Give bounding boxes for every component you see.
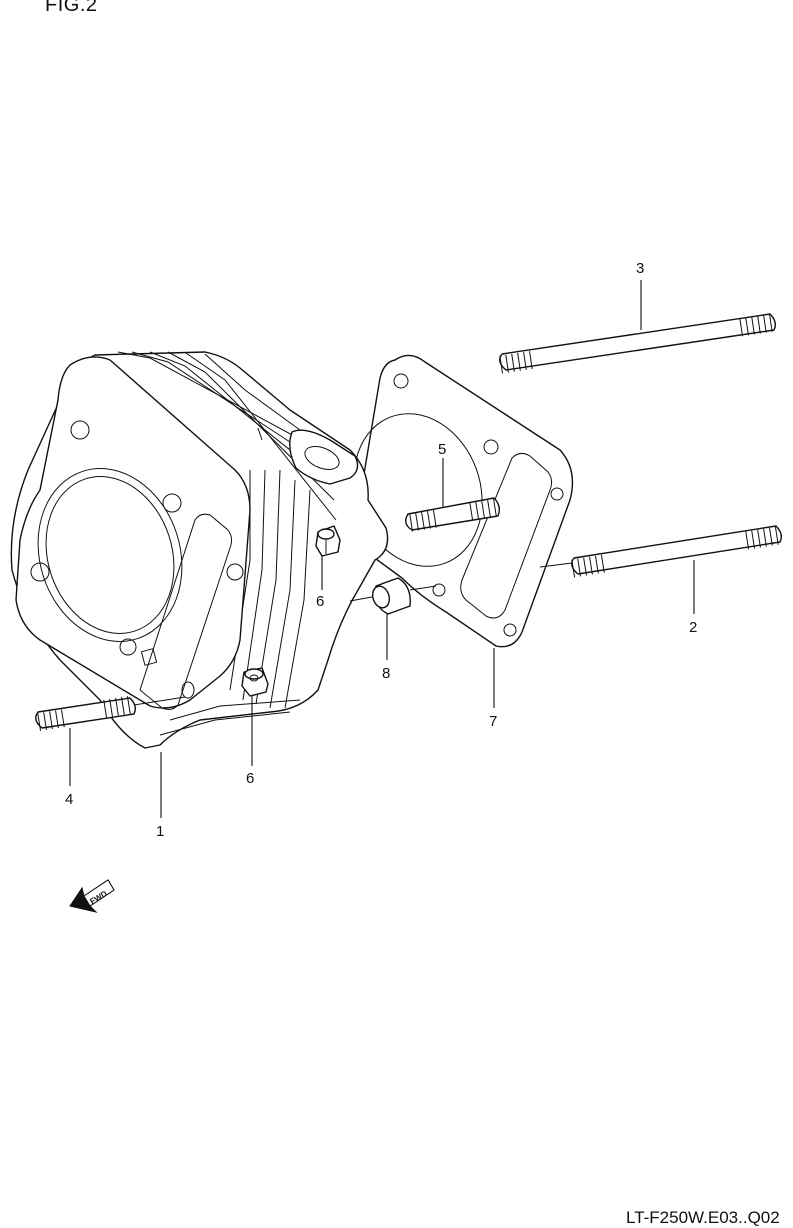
bolt-upper: [315, 525, 341, 557]
callout-8: 8: [382, 665, 390, 682]
callout-3: 3: [636, 260, 644, 277]
fwd-arrow-icon: FWD: [69, 879, 115, 913]
cylinder-block: [10, 351, 389, 749]
figure-title: FIG.2: [45, 0, 98, 16]
bolt-lower: [241, 667, 269, 697]
callout-1: 1: [156, 823, 164, 840]
stud-bolt-long-top: [498, 313, 777, 374]
assembly-lines: [133, 562, 573, 706]
callout-4: 4: [65, 791, 73, 808]
callout-5: 5: [438, 441, 446, 458]
dowel-pin: [371, 577, 411, 615]
callout-7: 7: [489, 713, 497, 730]
stud-bolt-short: [404, 497, 501, 533]
figure-code: LT-F250W.E03..Q02: [626, 1208, 780, 1227]
cylinder-gasket: [353, 354, 574, 648]
callout-6-upper: 6: [316, 593, 324, 610]
stud-bolt-left: [34, 695, 137, 732]
callout-6-lower: 6: [246, 770, 254, 787]
callouts: 3 5 2 6 8 7 4 6 1: [65, 260, 697, 840]
stud-bolt-long-right: [570, 525, 783, 578]
callout-2: 2: [689, 619, 697, 636]
